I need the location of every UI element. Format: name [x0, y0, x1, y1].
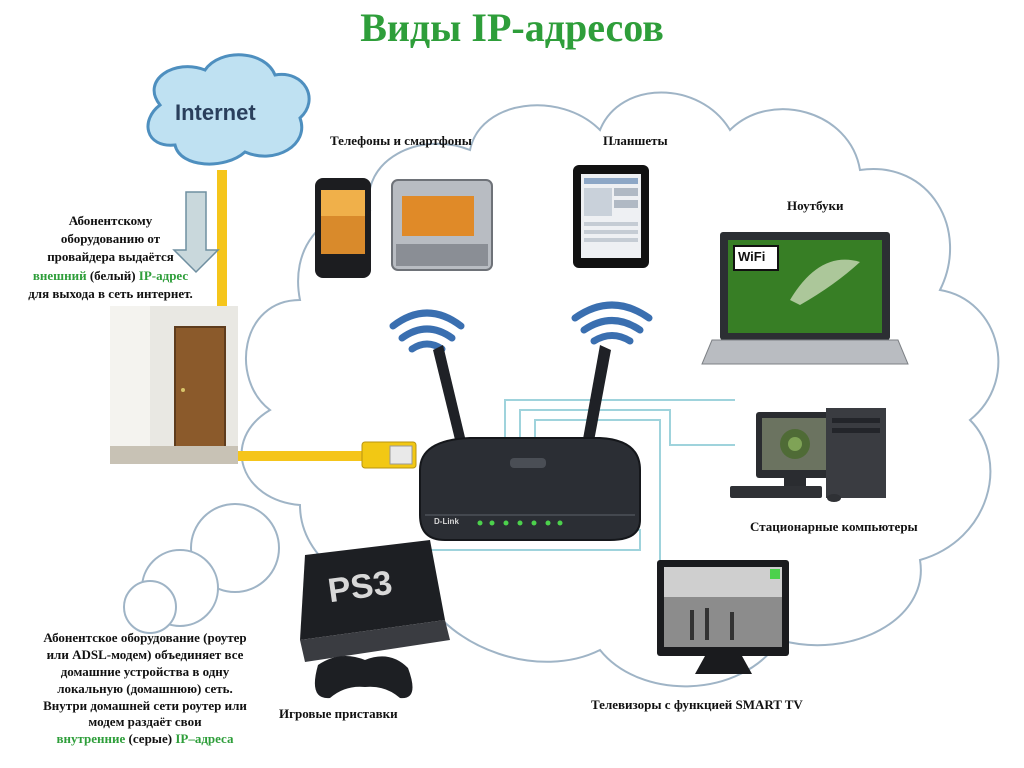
tablet-icon: [573, 165, 649, 268]
note-line: внутренние (серые) IP–адреса: [10, 731, 280, 748]
external-ip-highlight: внешний: [32, 267, 87, 283]
ip-address-highlight: IP-адрес: [138, 267, 189, 283]
caption-phones: Телефоны и смартфоны: [330, 133, 472, 148]
external-ip-note: Абонентскому оборудованию от провайдера …: [8, 212, 213, 303]
page-title: Виды IP-адресов: [360, 5, 664, 50]
down-arrow-icon: [172, 191, 220, 274]
note-line: Внутри домашней сети роутер или: [43, 697, 247, 713]
console-icon: [300, 540, 450, 662]
ip-address-highlight: IP–адреса: [175, 731, 234, 747]
caption-consoles: Игровые приставки: [279, 706, 398, 721]
note-line: Абонентскому: [68, 213, 153, 228]
caption-tablets: Планшеты: [603, 133, 668, 148]
note-line: модем раздаёт свои: [88, 714, 202, 730]
note-line: провайдера выдаётся: [47, 249, 174, 265]
phone-icon: [315, 178, 371, 278]
cloud-bubbles: [123, 503, 280, 634]
note-line: внешний (белый) IP-адрес: [8, 267, 213, 285]
internal-ip-highlight: внутренние: [56, 731, 126, 747]
internet-cable: [217, 170, 227, 310]
caption-laptops: Ноутбуки: [787, 198, 844, 213]
note-fragment: (серые): [125, 731, 176, 747]
note-line: для выхода в сеть интернет.: [28, 285, 193, 301]
wifi-icon: [571, 301, 653, 345]
internet-cloud-icon: [146, 53, 311, 166]
router-cable: [238, 451, 366, 461]
caption-desktops: Стационарные компьютеры: [750, 519, 918, 534]
room-door-icon: [110, 306, 238, 464]
tv-icon: [657, 560, 789, 674]
note-line: Абонентское оборудование (роутер: [43, 630, 247, 645]
note-line: или ADSL-модем) объединяет все: [46, 646, 244, 662]
router-brand-label: D-Link: [434, 517, 459, 526]
gamepad-icon: [314, 656, 413, 699]
ethernet-plug-icon: [361, 441, 417, 469]
desktop-icon: [730, 408, 886, 502]
internet-label: Internet: [175, 100, 256, 125]
note-line: оборудованию от: [60, 231, 161, 247]
internal-ip-note: Абонентское оборудование (роутер или ADS…: [10, 630, 280, 748]
phone-icon: [391, 179, 493, 271]
note-line: локальную (домашнюю) сеть.: [57, 680, 233, 696]
wifi-badge: WiFi: [738, 249, 766, 264]
note-line: домашние устройства в одну: [60, 663, 230, 679]
laptop-icon: [701, 232, 909, 365]
caption-tvs: Телевизоры с функцией SMART TV: [591, 697, 803, 712]
router-icon: [419, 345, 641, 541]
note-fragment: (белый): [86, 267, 139, 283]
